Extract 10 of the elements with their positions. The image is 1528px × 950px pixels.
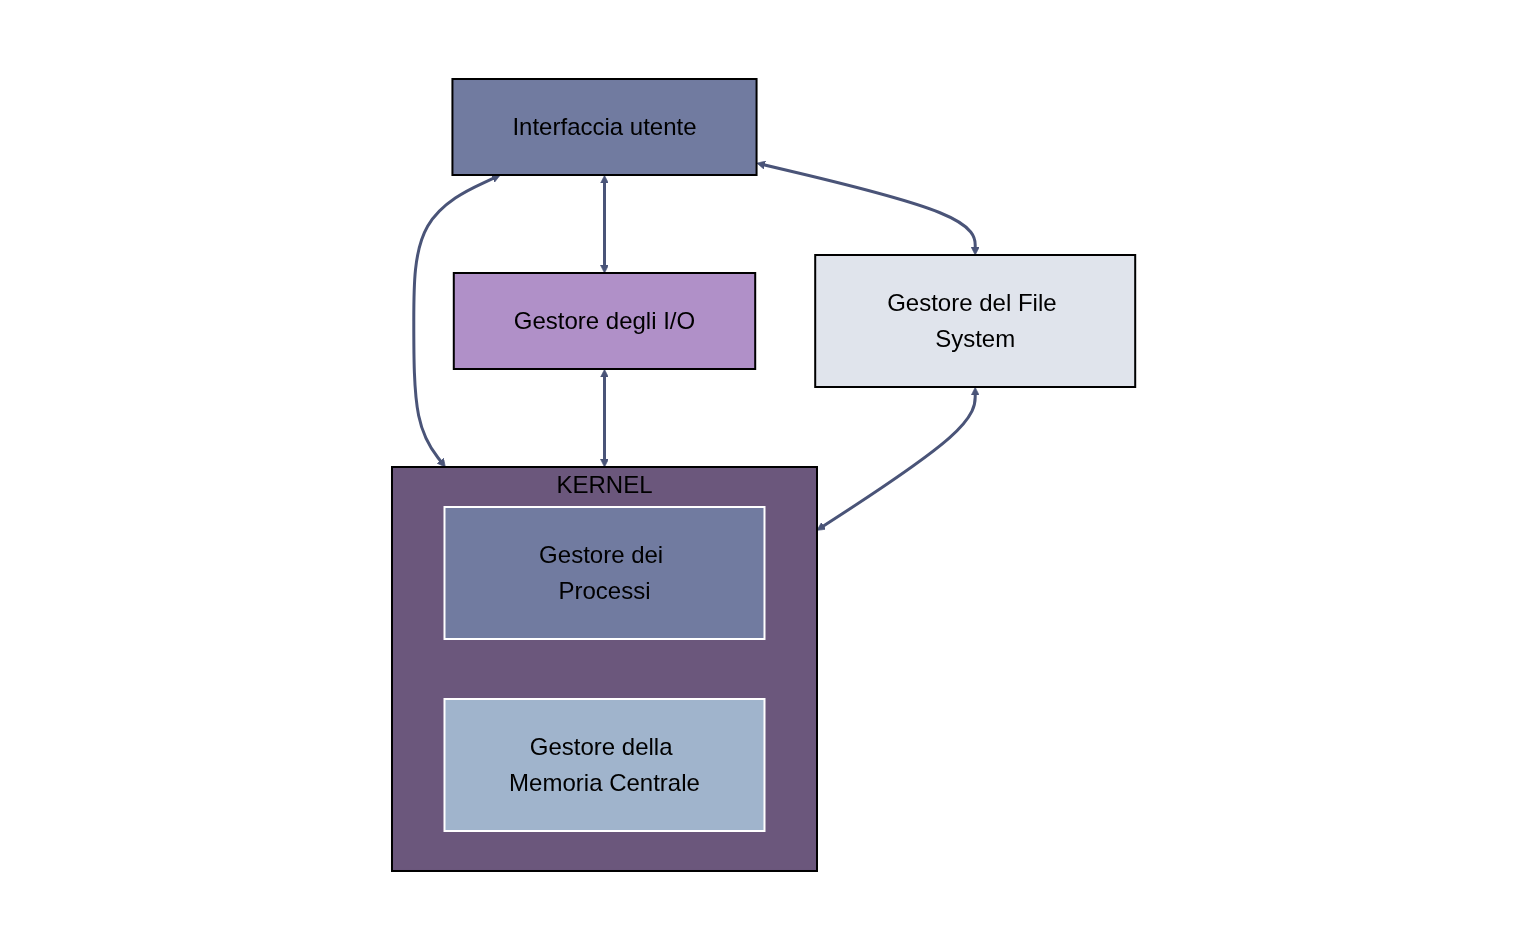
- arrow: [412, 174, 501, 468]
- arrow: [756, 160, 980, 256]
- node-box: Gestore dei Processi: [443, 506, 766, 640]
- arrow: [817, 387, 980, 531]
- node-box: Gestore della Memoria Centrale: [443, 698, 766, 832]
- arrow: [600, 369, 610, 468]
- node-box: Interfaccia utente: [451, 78, 758, 176]
- node-box: Gestore del File System: [814, 254, 1137, 388]
- arrow: [600, 175, 610, 274]
- node-box: Gestore degli I/O: [453, 272, 757, 370]
